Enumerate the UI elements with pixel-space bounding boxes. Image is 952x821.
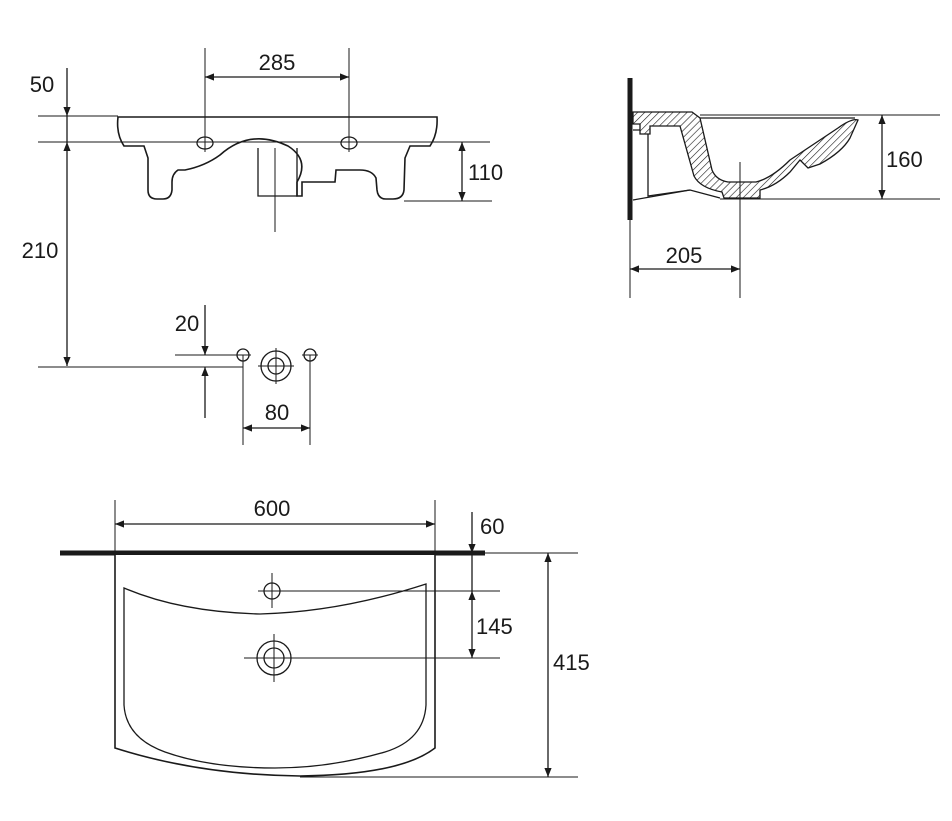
dim-label-285: 285 (259, 50, 296, 75)
side-section-view: 205 160 (627, 78, 940, 298)
front-basin-outline (116, 116, 438, 200)
dim-label-110: 110 (468, 160, 503, 185)
dim-label-415: 415 (553, 650, 590, 675)
plan-bowl (123, 583, 427, 769)
dim-label-20: 20 (175, 311, 199, 336)
dim-label-145: 145 (476, 614, 513, 639)
dim-label-205: 205 (666, 243, 703, 268)
dim-label-160: 160 (886, 147, 923, 172)
front-siphon (257, 148, 298, 197)
front-view: 285 50 110 210 (22, 48, 503, 368)
side-section-hatch (632, 111, 859, 199)
pipe-connection-view: 20 80 (175, 305, 318, 445)
dim-label-210: 210 (22, 238, 59, 263)
dim-label-80: 80 (265, 400, 289, 425)
plan-view: 600 60 145 415 (60, 496, 590, 778)
dim-label-50: 50 (30, 72, 54, 97)
dim-label-60: 60 (480, 514, 504, 539)
plan-basin-outline (114, 555, 436, 777)
dim-label-600: 600 (254, 496, 291, 521)
